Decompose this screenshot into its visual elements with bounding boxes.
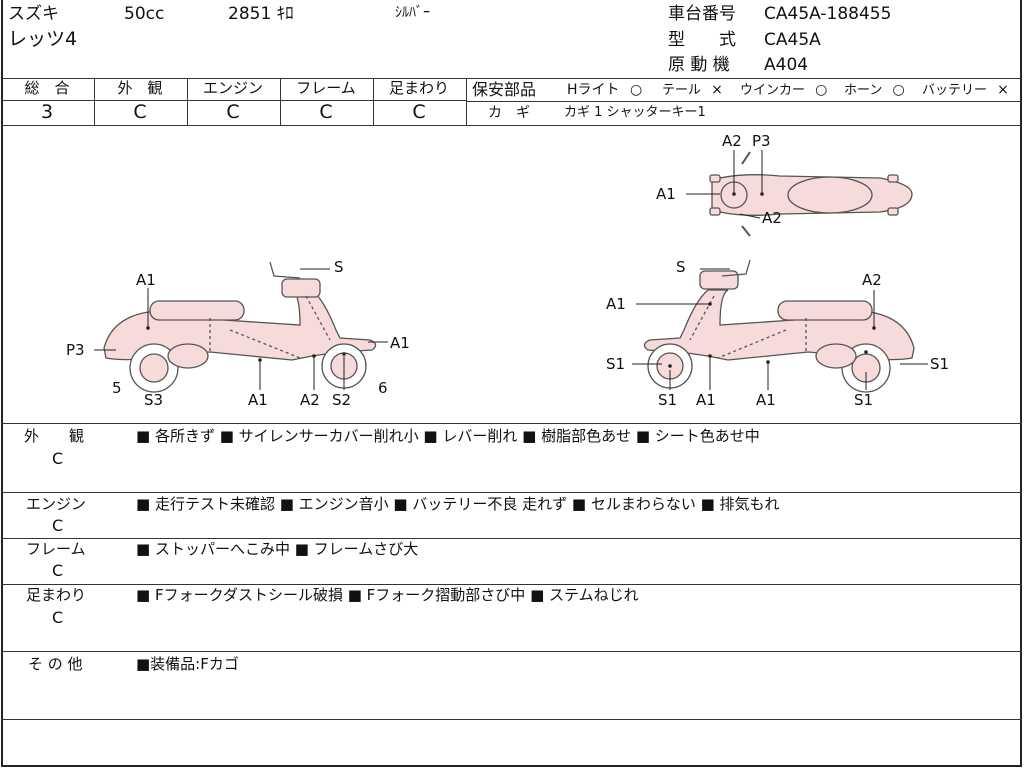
mark-right-s1-right: S1	[930, 355, 949, 373]
divider	[1, 423, 1022, 424]
type-label: 型 式	[668, 30, 736, 50]
divider	[1, 492, 1022, 493]
mark-right-a1-bottom-a: A1	[696, 391, 716, 409]
mark-left-5: 5	[112, 379, 122, 397]
mark-left-s2: S2	[332, 391, 351, 409]
mark-left-a1-right: A1	[390, 334, 410, 352]
mark-top-a2: A2	[722, 132, 742, 150]
divider	[1, 719, 1022, 720]
displacement: 50cc	[124, 4, 165, 24]
mark-left-a1-top: A1	[136, 271, 156, 289]
maker: スズキ	[8, 4, 59, 24]
section-grade-suspension: C	[52, 608, 64, 627]
divider	[1, 125, 1022, 126]
mark-left-s: S	[334, 258, 344, 276]
section-label-suspension: 足まわり	[26, 586, 87, 604]
grade-header-engine: エンジン	[202, 79, 263, 97]
divider	[373, 78, 374, 125]
mark-left-6: 6	[378, 379, 388, 397]
section-label-exterior: 外 観	[24, 427, 85, 445]
grade-value-engine: C	[226, 101, 240, 123]
grade-value-overall: 3	[40, 101, 54, 123]
status-mark: ○	[629, 82, 643, 98]
mark-right-a1-bottom-b: A1	[756, 391, 776, 409]
divider	[1, 78, 1022, 79]
section-items-frame: ■ ストッパーへこみ中 ■ フレームさび大	[136, 540, 419, 558]
mark-right-s1-bottom-b: S1	[854, 391, 873, 409]
section-label-engine: エンジン	[26, 495, 87, 513]
safety-item-horn: ホーン ○	[844, 82, 905, 98]
safety-parts-label: 保安部品	[472, 80, 537, 99]
mark-left-p3: P3	[66, 341, 85, 359]
mark-right-s: S	[676, 258, 686, 276]
status-mark: ×	[711, 82, 723, 98]
status-mark: ×	[997, 82, 1009, 98]
mark-top-a1: A1	[656, 185, 676, 203]
frame-number-value: CA45A-188455	[764, 4, 892, 24]
status-mark: ○	[892, 82, 905, 98]
divider	[187, 78, 188, 125]
mark-top-p3: P3	[752, 132, 771, 150]
section-grade-frame: C	[52, 561, 64, 580]
mark-right-s1-bottom-a: S1	[658, 391, 677, 409]
mark-left-s3: S3	[144, 391, 163, 409]
model-name: レッツ4	[8, 28, 78, 50]
key-label: カ ギ	[488, 105, 530, 121]
safety-item-battery: バッテリー ×	[922, 82, 1009, 98]
section-items-suspension: ■ Fフォークダストシール破損 ■ Fフォーク摺動部さび中 ■ ステムねじれ	[136, 586, 639, 604]
divider	[466, 78, 467, 125]
divider	[94, 78, 95, 125]
section-label-other: そ の 他	[28, 655, 83, 673]
section-items-engine: ■ 走行テスト未確認 ■ エンジン音小 ■ バッテリー不良 走れず ■ セルまわ…	[136, 495, 780, 513]
mark-left-a2: A2	[300, 391, 320, 409]
status-mark: ○	[815, 82, 828, 98]
safety-item-winker: ウインカー ○	[740, 82, 828, 98]
grade-header-exterior: 外 観	[117, 79, 163, 97]
divider	[1, 100, 467, 101]
mark-top-a2-lower: A2	[762, 209, 782, 227]
grade-header-suspension: 足まわり	[388, 79, 449, 97]
section-items-exterior: ■ 各所きず ■ サイレンサーカバー削れ小 ■ レバー削れ ■ 樹脂部色あせ ■…	[136, 427, 760, 445]
color: ｼﾙﾊﾞｰ	[395, 5, 430, 21]
damage-diagram: A1 P3 S A1 5 S3 A1 A2 S2 6 S A2 A1 S1 S1…	[66, 132, 949, 409]
mark-right-s1-left: S1	[606, 355, 625, 373]
engine-model-value: A404	[764, 55, 809, 75]
divider	[1, 651, 1022, 652]
divider	[467, 101, 1022, 102]
divider	[1, 538, 1022, 539]
mark-right-a2-top: A2	[862, 271, 882, 289]
scooter-right-view	[643, 259, 915, 393]
section-grade-exterior: C	[52, 449, 64, 468]
engine-model-label: 原 動 機	[668, 55, 730, 75]
mark-right-a1-left: A1	[606, 295, 626, 313]
mark-left-a1-bottom: A1	[248, 391, 268, 409]
grade-value-frame: C	[319, 101, 333, 123]
section-items-other: ■装備品:Fカゴ	[136, 655, 239, 673]
grade-header-frame: フレーム	[296, 79, 356, 97]
frame-number-label: 車台番号	[668, 4, 736, 24]
safety-item-tail: テール ×	[662, 82, 723, 98]
section-grade-engine: C	[52, 516, 64, 535]
key-value: カギ 1 シャッターキー1	[564, 105, 706, 120]
grade-value-suspension: C	[412, 101, 426, 123]
grade-value-exterior: C	[133, 101, 147, 123]
type-value: CA45A	[764, 30, 821, 50]
safety-item-headlight: Hライト ○	[567, 82, 643, 98]
grade-header-overall: 総 合	[24, 79, 70, 97]
divider	[1, 584, 1022, 585]
section-label-frame: フレーム	[26, 540, 86, 558]
scooter-top-view	[709, 151, 913, 237]
divider	[280, 78, 281, 125]
mileage: 2851 ｷﾛ	[228, 4, 294, 24]
